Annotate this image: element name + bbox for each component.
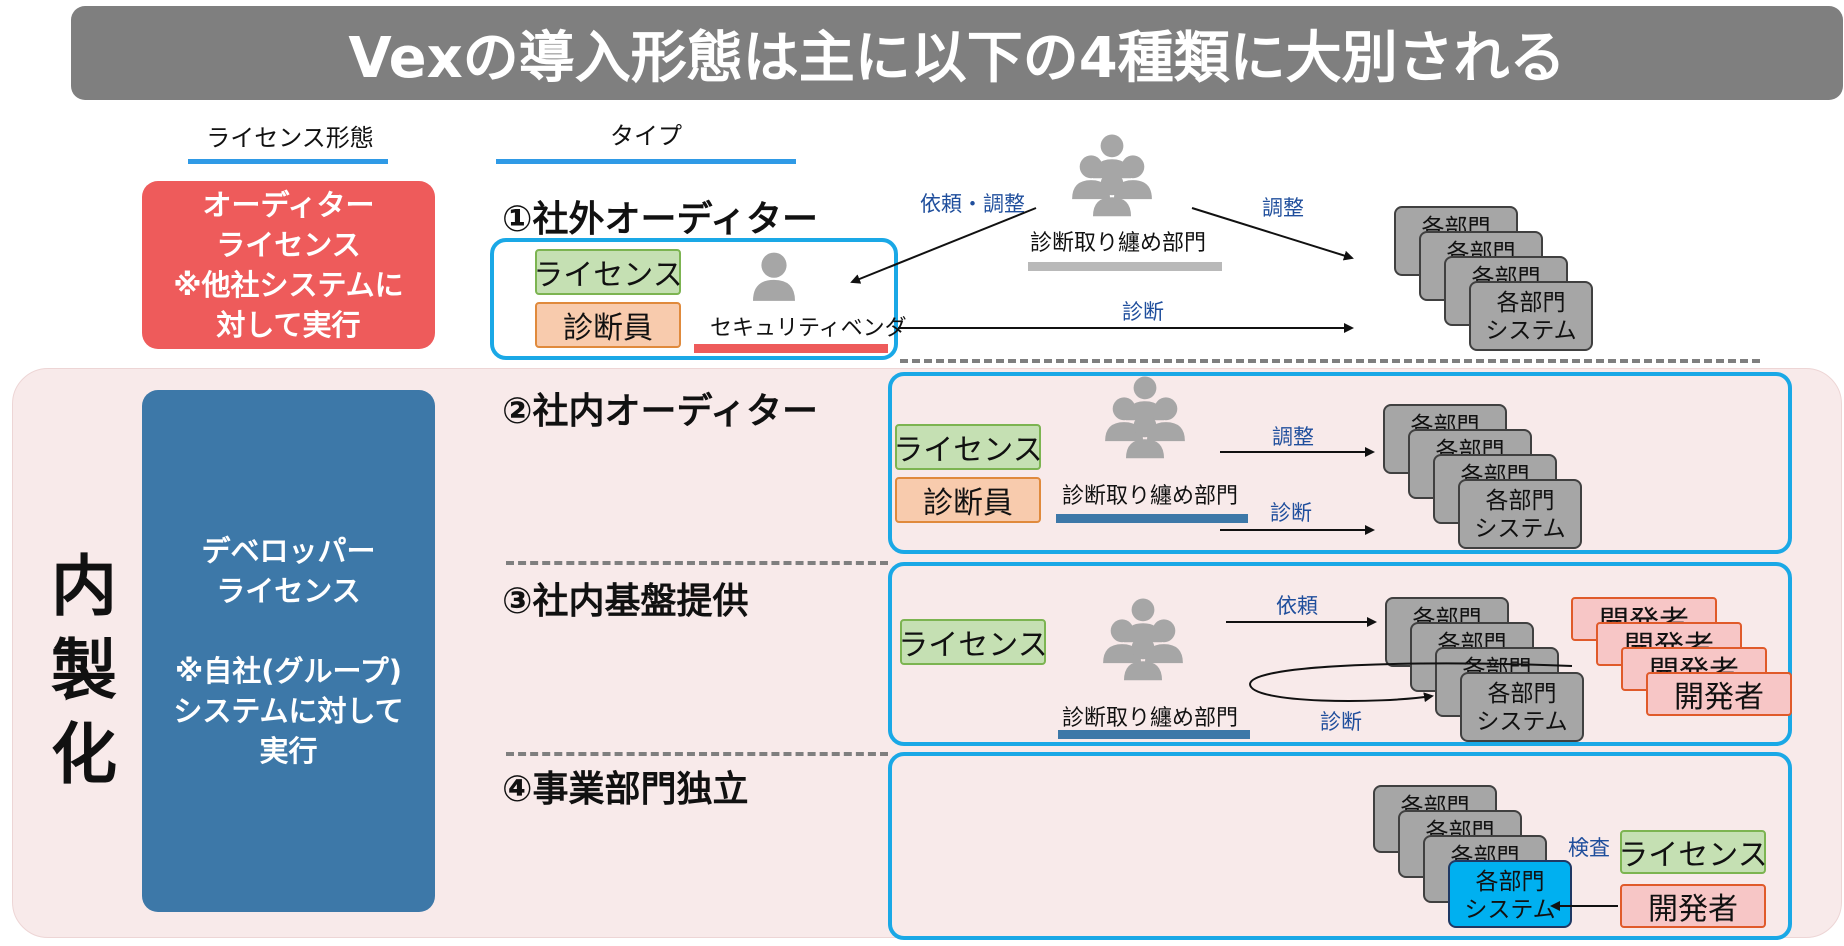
coordinator-bar [1058, 730, 1250, 739]
license-tag: ライセンス [893, 424, 1043, 470]
internal-auditor-frame [888, 372, 1792, 554]
system-box: 各部門システム [1469, 281, 1593, 351]
developer-license-line: 実行 [259, 734, 318, 768]
coordinator-bar [1028, 262, 1222, 271]
developer-tag: 開発者 [1646, 672, 1792, 716]
license-tag: ライセンス [1618, 830, 1768, 874]
auditor-tag: 診断員 [535, 302, 681, 348]
arrow-label-adjust: 調整 [1272, 425, 1314, 449]
developer-license-box: デベロッパー ライセンス ※自社(グループ) システムに対して 実行 [142, 390, 435, 912]
developer-license-line: システムに対して [173, 694, 404, 728]
auditor-license-line: 対して実行 [216, 308, 361, 342]
separator-3 [506, 752, 888, 756]
system-box: 各部門システム [1458, 479, 1582, 549]
security-vendor-label: セキュリティベンダ [710, 316, 907, 341]
arrow-label-diagnose: 診断 [1122, 300, 1164, 324]
type-label-independent-division: ④事業部門独立 [502, 769, 749, 810]
independent-division-frame [888, 752, 1792, 940]
arrow-label-inspect: 検査 [1568, 836, 1610, 860]
developer-tag: 開発者 [1620, 884, 1766, 928]
developer-license-line: ※自社(グループ) [175, 654, 402, 688]
coordinator-bar [1056, 514, 1248, 523]
coordinator-group-icon [1105, 377, 1185, 459]
developer-license-line: デベロッパー [201, 534, 376, 568]
internal-platform-frame [888, 562, 1792, 746]
auditor-tag: 診断員 [895, 477, 1041, 523]
arrow-label-adjust: 調整 [1262, 196, 1304, 220]
arrow-diagnose-loop [1248, 662, 1573, 703]
arrow-label-diagnose: 診断 [1270, 501, 1312, 525]
security-vendor-icon [753, 252, 795, 301]
arrow-adjust [1191, 207, 1354, 261]
inhouse-char: 内 [51, 548, 117, 625]
separator-1 [900, 359, 1760, 363]
coordinator-group-icon [1103, 599, 1183, 681]
column-underline-license [188, 159, 388, 164]
column-header-license: ライセンス形態 [206, 124, 374, 152]
separator-2 [506, 561, 888, 565]
security-vendor-frame [490, 238, 898, 360]
developer-license-line: ライセンス [216, 574, 361, 608]
coordinator-group-icon [1072, 135, 1152, 217]
column-underline-type [496, 159, 796, 164]
license-tag: ライセンス [898, 619, 1048, 665]
type-label-internal-auditor: ②社内オーディター [502, 391, 818, 432]
coordinator-label: 診断取り纏め部門 [1062, 706, 1239, 731]
arrow-label-diagnose: 診断 [1320, 710, 1362, 734]
type-label-internal-platform: ③社内基盤提供 [502, 581, 749, 622]
license-tag: ライセンス [533, 249, 683, 295]
coordinator-label: 診断取り纏め部門 [1030, 231, 1207, 256]
system-box-own: 各部門システム [1448, 860, 1572, 928]
coordinator-label: 診断取り纏め部門 [1062, 484, 1239, 509]
inhouse-char: 化 [51, 716, 117, 793]
inhouse-char: 製 [51, 632, 117, 709]
type-label-external-auditor: ①社外オーディター [502, 199, 818, 240]
auditor-license-line: オーディター [202, 188, 375, 222]
arrow-label-request: 依頼 [1276, 594, 1318, 618]
inhouse-label: 内 製 化 [38, 545, 130, 797]
arrow-request-adjust [850, 207, 1037, 284]
page-title: Vexの導入形態は主に以下の4種類に大別される [71, 6, 1843, 100]
auditor-license-line: ライセンス [216, 228, 361, 262]
system-box: 各部門システム [1460, 672, 1584, 742]
auditor-license-box: オーディター ライセンス ※他社システムに 対して実行 [142, 181, 435, 349]
arrow-label-request-adjust: 依頼・調整 [920, 192, 1025, 216]
column-header-type: タイプ [610, 122, 682, 150]
security-vendor-bar [694, 344, 888, 353]
auditor-license-line: ※他社システムに [173, 268, 404, 302]
